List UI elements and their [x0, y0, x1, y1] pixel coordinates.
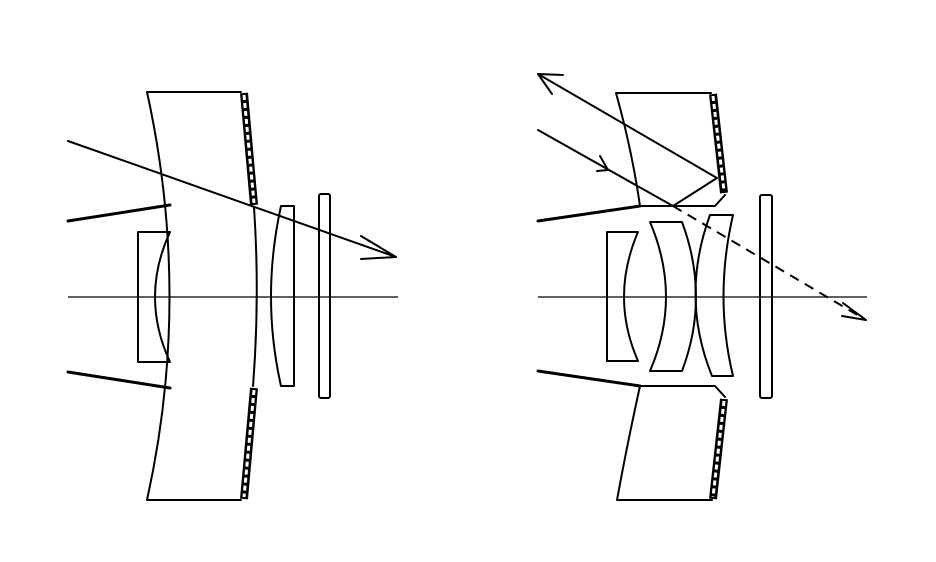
flat-plate: [318, 193, 331, 399]
optical-system-left: [66, 91, 398, 501]
aperture-stop-top: [536, 204, 642, 223]
meniscus-lens-a: [649, 221, 697, 372]
aperture-stop-bottom: [536, 369, 642, 388]
reflective-coating-top: [240, 92, 258, 206]
arrowhead-icon: [596, 155, 609, 172]
negative-lens: [606, 231, 639, 362]
meniscus-lens: [146, 91, 258, 501]
prism-block-bottom: [616, 385, 726, 501]
reflected-ray: [537, 73, 718, 207]
dashed-transmitted-ray: [672, 205, 867, 321]
meniscus-lens-b: [694, 214, 734, 377]
optical-system-right: [536, 73, 867, 501]
flat-plate: [759, 194, 773, 399]
aperture-stop-top: [66, 203, 172, 223]
arrowhead-icon: [360, 235, 397, 260]
positive-lens: [270, 205, 295, 387]
transmitted-ray: [67, 140, 397, 258]
prism-block-top: [615, 92, 726, 207]
negative-lens: [137, 231, 171, 363]
arrowhead-icon: [537, 73, 564, 95]
aperture-stop-bottom: [66, 370, 172, 390]
arrowhead-icon: [841, 302, 867, 321]
